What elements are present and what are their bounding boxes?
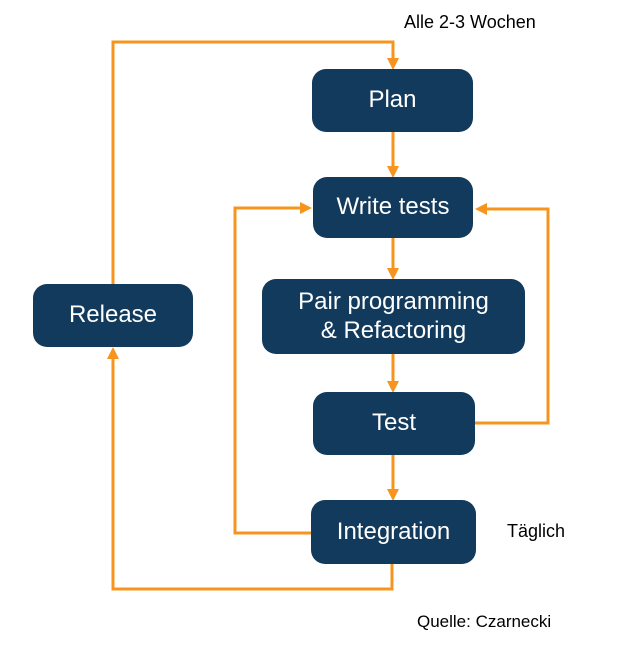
node-release: Release <box>33 284 193 347</box>
node-plan: Plan <box>312 69 473 132</box>
arrow-integration-to-write-tests <box>233 202 312 535</box>
source-credit-label: Quelle: Czarnecki <box>417 612 552 631</box>
cycle-period-label: Alle 2-3 Wochen <box>404 12 536 32</box>
node-integration: Integration <box>311 500 476 564</box>
node-test: Test <box>313 392 475 455</box>
node-pair-programming-refactoring: Pair programming & Refactoring <box>262 279 525 354</box>
node-write-tests: Write tests <box>313 177 473 238</box>
daily-label: Täglich <box>507 521 566 541</box>
